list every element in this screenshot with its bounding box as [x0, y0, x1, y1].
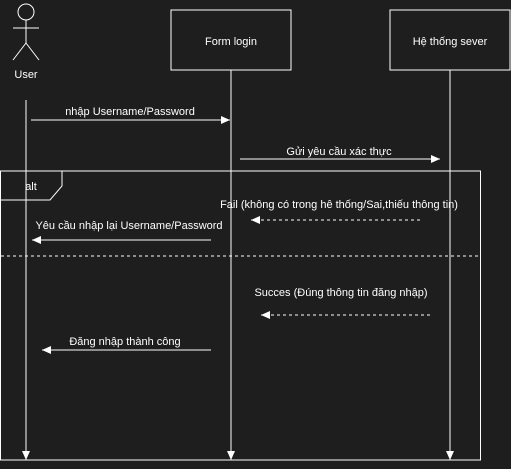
participant-system-label: Hệ thống sever [413, 36, 488, 48]
message-label-success: Succes (Đúng thông tin đăng nhập) [254, 287, 427, 299]
message-label-login-input: nhập Username/Password [65, 106, 195, 118]
participant-form-box [170, 9, 292, 71]
message-label-fail: Fail (không có trong hê thống/Sai,thiếu … [220, 199, 458, 211]
alt-fragment-frame [0, 170, 481, 461]
alt-fragment-tab [0, 171, 63, 201]
message-label-reenter: Yêu cầu nhập lại Username/Password [35, 220, 222, 232]
participant-system-box [389, 9, 511, 71]
participant-user-label: User [14, 69, 38, 81]
user-actor-icon [12, 3, 40, 61]
alt-fragment-label: alt [25, 181, 37, 193]
message-label-login-success: Đăng nhập thành công [69, 336, 180, 348]
message-label-auth-request: Gửi yêu cầu xác thực [286, 146, 392, 158]
participant-form-label: Form login [205, 36, 257, 48]
